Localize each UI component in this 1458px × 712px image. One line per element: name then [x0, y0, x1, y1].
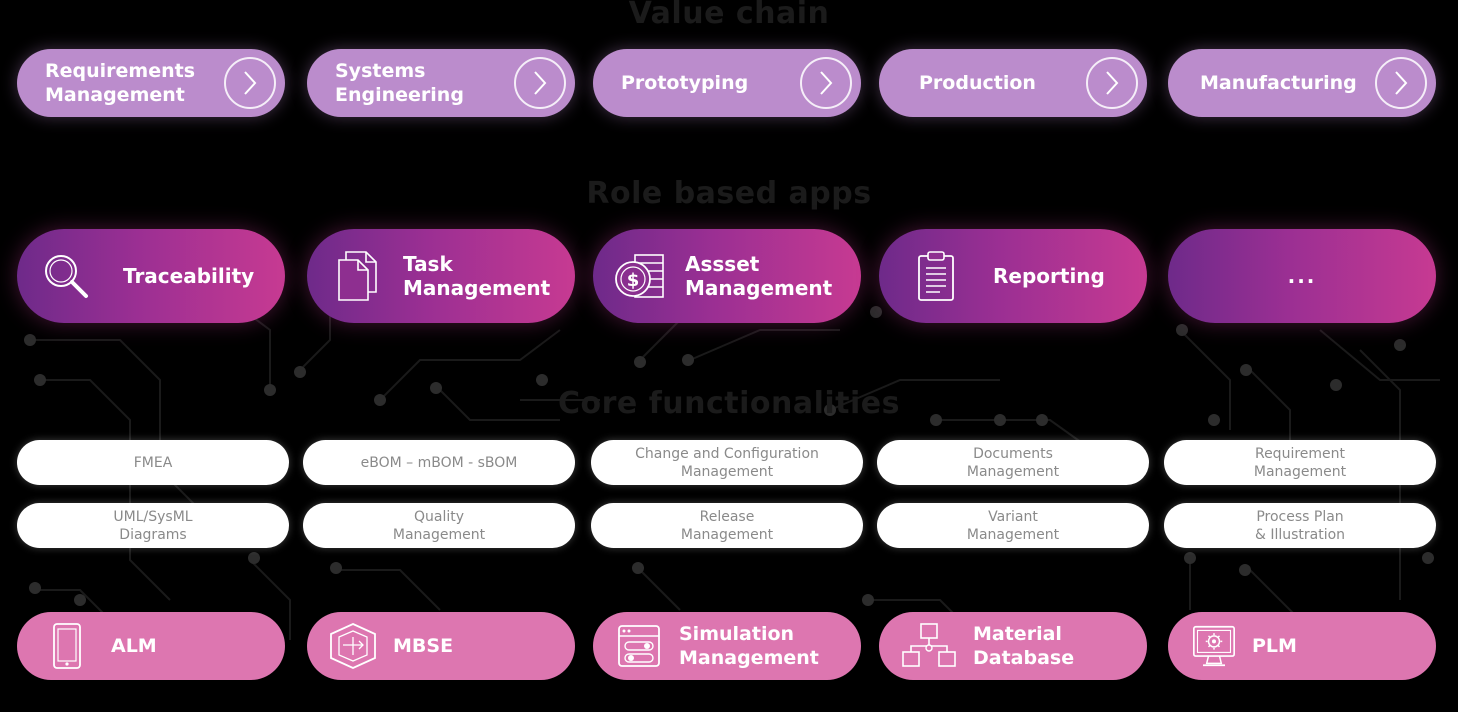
cube-icon: [327, 622, 379, 670]
platform-simulation-management[interactable]: Simulation Management: [593, 612, 861, 680]
value-chain-production[interactable]: Production: [879, 49, 1147, 117]
coin-stack-icon: $: [613, 249, 667, 303]
value-chain-label: Requirements Management: [45, 60, 196, 106]
core-label: Quality Management: [392, 508, 486, 543]
chevron-right-icon[interactable]: [1375, 57, 1427, 109]
role-app-more[interactable]: ...: [1168, 229, 1436, 323]
value-chain-label: Systems Engineering: [335, 60, 464, 106]
core-label: Variant Management: [966, 508, 1060, 543]
core-fmea[interactable]: FMEA: [17, 440, 289, 485]
core-variant-management[interactable]: Variant Management: [877, 503, 1149, 548]
documents-icon: [331, 249, 385, 303]
value-chain-prototyping[interactable]: Prototyping: [593, 49, 861, 117]
role-app-traceability[interactable]: Traceability: [17, 229, 285, 323]
value-chain-systems-engineering[interactable]: Systems Engineering: [307, 49, 575, 117]
core-quality-management[interactable]: Quality Management: [303, 503, 575, 548]
role-app-task-management[interactable]: Task Management: [307, 229, 575, 323]
core-label: Release Management: [680, 508, 774, 543]
core-release-management[interactable]: Release Management: [591, 503, 863, 548]
platform-alm[interactable]: ALM: [17, 612, 285, 680]
section-title-core-functionalities: Core functionalities: [558, 386, 900, 421]
core-label: FMEA: [133, 454, 173, 471]
value-chain-requirements-management[interactable]: Requirements Management: [17, 49, 285, 117]
core-requirement-management[interactable]: Requirement Management: [1164, 440, 1436, 485]
value-chain-label: Manufacturing: [1200, 72, 1357, 94]
core-label: UML/SysML Diagrams: [113, 508, 193, 543]
value-chain-label: Prototyping: [621, 72, 749, 94]
network-diagram-icon: [901, 622, 957, 670]
core-uml-sysml-diagrams[interactable]: UML/SysML Diagrams: [17, 503, 289, 548]
core-label: Process Plan & Illustration: [1254, 508, 1346, 543]
role-app-asset-management[interactable]: $ Assset Management: [593, 229, 861, 323]
chevron-right-icon[interactable]: [224, 57, 276, 109]
platform-mbse[interactable]: MBSE: [307, 612, 575, 680]
platform-label: ALM: [111, 635, 157, 657]
platform-label: Material Database: [973, 623, 1075, 669]
role-app-label: Traceability: [123, 264, 255, 288]
role-app-label: Reporting: [993, 264, 1105, 288]
role-app-reporting[interactable]: Reporting: [879, 229, 1147, 323]
clipboard-icon: [909, 249, 963, 303]
core-label: Documents Management: [966, 445, 1060, 480]
platform-label: Simulation Management: [679, 623, 819, 669]
platform-label: PLM: [1252, 635, 1297, 657]
chevron-right-icon[interactable]: [514, 57, 566, 109]
chevron-right-icon[interactable]: [1086, 57, 1138, 109]
section-title-value-chain: Value chain: [628, 0, 830, 31]
core-documents-management[interactable]: Documents Management: [877, 440, 1149, 485]
core-ebom-mbom-sbom[interactable]: eBOM – mBOM - sBOM: [303, 440, 575, 485]
role-app-label: Task Management: [403, 252, 551, 300]
tablet-icon: [45, 622, 89, 670]
platform-material-database[interactable]: Material Database: [879, 612, 1147, 680]
value-chain-label: Production: [919, 72, 1036, 94]
role-app-label: Assset Management: [685, 252, 833, 300]
toggle-panel-icon: [617, 622, 661, 670]
platform-label: MBSE: [393, 635, 454, 657]
core-label: Change and Configuration Management: [635, 445, 819, 480]
monitor-gear-icon: [1192, 622, 1236, 670]
magnifier-icon: [39, 249, 93, 303]
core-label: Requirement Management: [1253, 445, 1347, 480]
chevron-right-icon[interactable]: [800, 57, 852, 109]
core-label: eBOM – mBOM - sBOM: [360, 454, 518, 471]
svg-text:$: $: [627, 270, 640, 291]
value-chain-manufacturing[interactable]: Manufacturing: [1168, 49, 1436, 117]
more-label: ...: [1287, 264, 1317, 288]
core-change-configuration-management[interactable]: Change and Configuration Management: [591, 440, 863, 485]
section-title-role-based-apps: Role based apps: [586, 176, 872, 211]
platform-plm[interactable]: PLM: [1168, 612, 1436, 680]
core-process-plan-illustration[interactable]: Process Plan & Illustration: [1164, 503, 1436, 548]
